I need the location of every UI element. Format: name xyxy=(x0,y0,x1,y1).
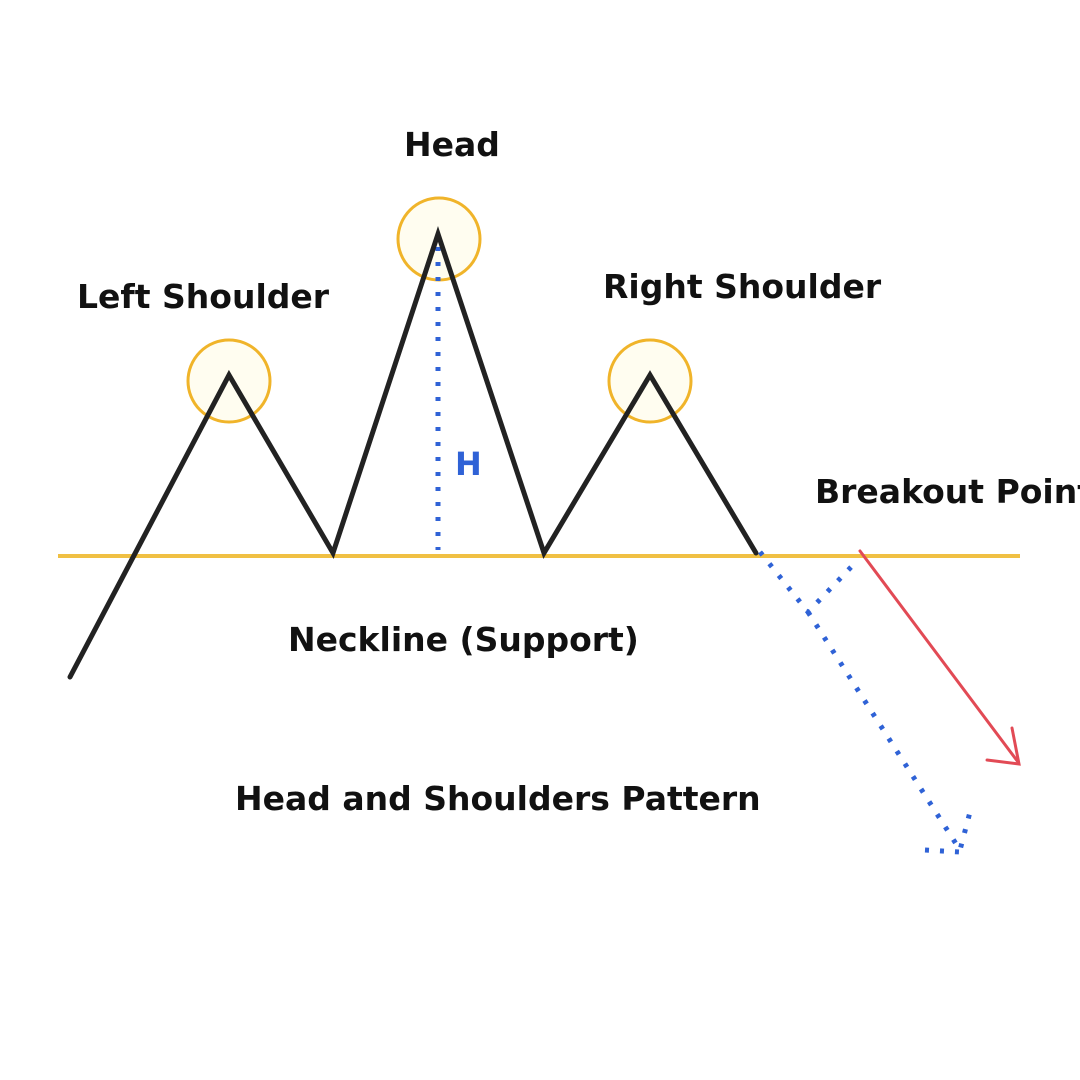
left-shoulder-peak-circle xyxy=(186,338,272,424)
head-label: Head xyxy=(404,125,500,164)
breakout-point-label: Breakout Point xyxy=(815,472,1080,511)
price-line xyxy=(67,226,759,680)
breakout-arrow xyxy=(858,549,1020,764)
breakout-arrow-head xyxy=(985,726,1021,766)
right-shoulder-peak-circle xyxy=(607,338,693,424)
right-shoulder-label: Right Shoulder xyxy=(603,267,882,306)
height-marker-label: H xyxy=(455,445,482,483)
left-shoulder-label: Left Shoulder xyxy=(77,277,330,316)
projected-move-line xyxy=(758,550,857,616)
neckline-label: Neckline (Support) xyxy=(288,620,639,659)
projected-target-line xyxy=(805,610,973,857)
pattern-title: Head and Shoulders Pattern xyxy=(235,779,761,818)
projected-target-base xyxy=(924,847,961,855)
